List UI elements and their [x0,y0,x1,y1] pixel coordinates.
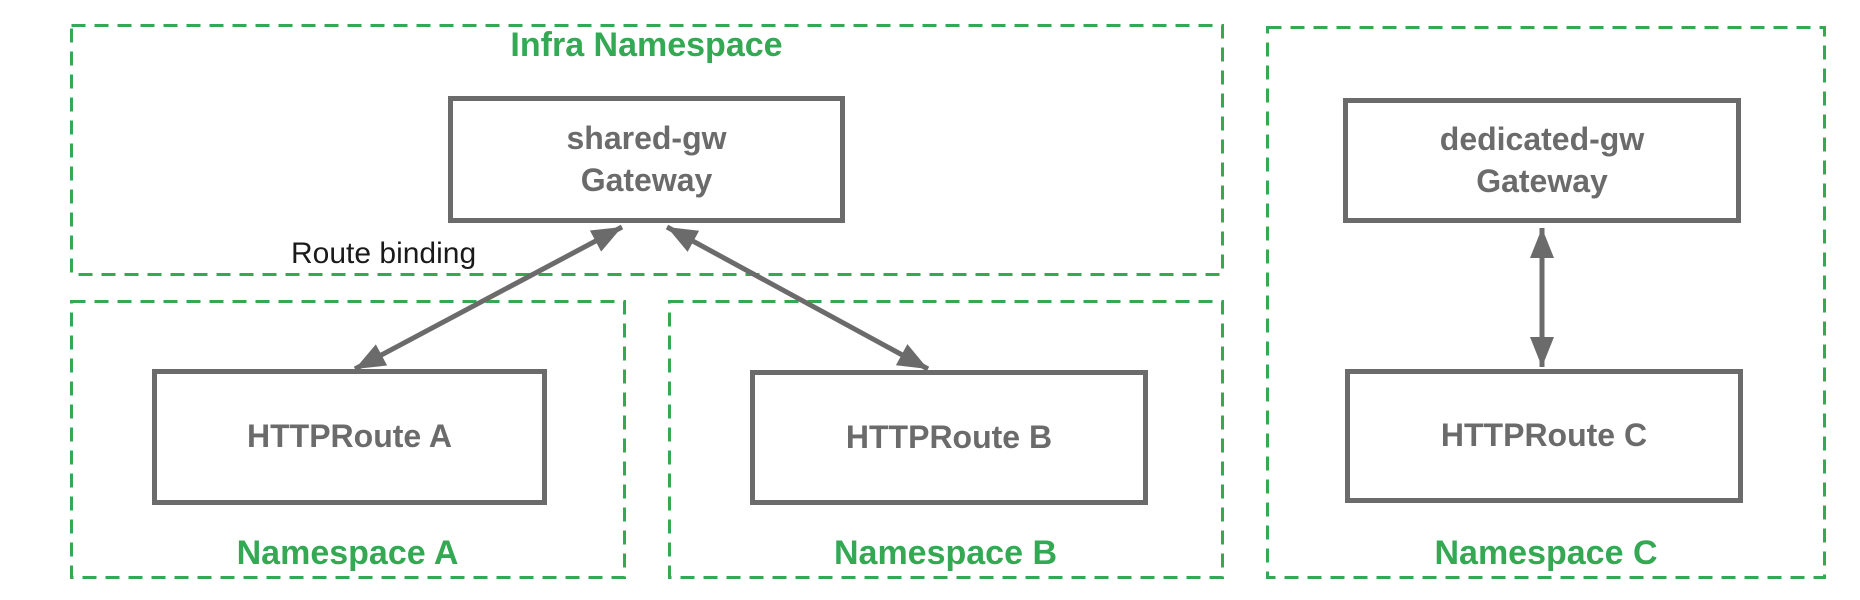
infra-namespace-label: Infra Namespace [510,26,783,64]
node-title: HTTPRoute C [1440,417,1648,454]
node-httproute-a: HTTPRoute A [152,369,547,505]
namespace-c-label: Namespace C [1434,534,1658,572]
namespace-b-label: Namespace B [833,534,1057,572]
node-httproute-b: HTTPRoute B [750,370,1148,505]
namespace-a-label: Namespace A [236,534,459,572]
node-title: dedicated-gw [1439,120,1645,157]
infra-namespace-border [70,24,1224,276]
node-subtitle: Gateway [1476,162,1608,199]
edge-shared-gw-httproute-b [665,224,930,372]
node-subtitle: Gateway [580,161,713,198]
node-title: shared-gw [566,119,727,156]
route-binding-annotation: Route binding [291,237,477,270]
edge-shared-gw-httproute-a [353,224,624,372]
node-httproute-c: HTTPRoute C [1345,369,1743,503]
namespace-b-border [668,300,1224,579]
namespace-a-border [70,300,626,579]
node-title: HTTPRoute B [845,418,1053,455]
node-title: HTTPRoute A [246,418,452,455]
node-dedicated-gw-gateway: dedicated-gw Gateway [1343,98,1741,223]
namespace-c-border [1266,26,1826,579]
node-shared-gw-gateway: shared-gw Gateway [448,96,845,223]
